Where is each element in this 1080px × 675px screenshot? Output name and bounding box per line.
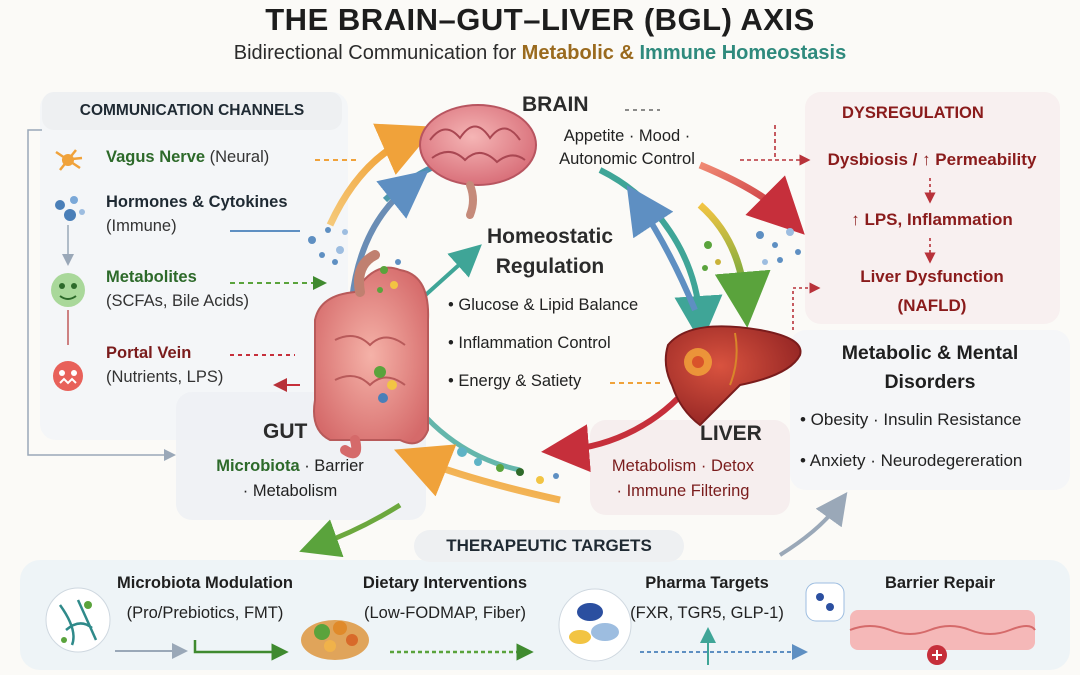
ther-barrier: Barrier Repair (855, 574, 1025, 593)
dysregulation-panel (805, 92, 1060, 324)
liver-organ (664, 325, 802, 427)
page-subtitle: Bidirectional Communication for Metaboli… (0, 42, 1080, 65)
ther-barrier-title: Barrier Repair (884, 574, 996, 592)
liver-label: LIVER (700, 422, 762, 445)
gut-label: GUT (263, 420, 308, 443)
gut-line2: · Metabolism (242, 482, 338, 500)
particles-liver-gut (457, 447, 559, 484)
barrier-cells-icon (805, 582, 1036, 665)
gut-organ (313, 250, 430, 459)
channel-metabolites-sub: (SCFAs, Bile Acids) (106, 292, 250, 310)
liver-functions: Metabolism · Detox · Immune Filtering (588, 457, 778, 501)
ther-diet-sub: (Low-FODMAP, Fiber) (364, 604, 526, 622)
dysregulation-heading: DYSREGULATION (842, 104, 984, 122)
center-item-2: • Energy & Satiety (448, 372, 582, 390)
channel-metabolites-title: Metabolites (106, 268, 197, 286)
channels-panel (40, 92, 348, 440)
arrow-brain-to-liver-green (697, 202, 771, 328)
arrow-therapy-to-disorders (778, 492, 848, 557)
pills-icon (558, 588, 632, 662)
particles-gut-brain (308, 227, 401, 293)
channel-vagus-sub: (Neural) (205, 148, 270, 166)
ther-diet-title: Dietary Interventions (362, 574, 528, 592)
dys-step-0: Dysbiosis / ↑ Permeability (827, 150, 1037, 169)
arrow-brain-to-liver-red (698, 161, 805, 235)
dys-entry-arrow (774, 125, 811, 166)
ther-pharma-sub: (FXR, TGR5, GLP-1) (630, 604, 784, 622)
channel-vagus-title: Vagus Nerve (106, 148, 206, 166)
channel-portal-sub: (Nutrients, LPS) (106, 368, 224, 386)
disorder-item-1: • Anxiety · Neurodegereration (800, 451, 1023, 470)
channel-hormones: Hormones & Cytokines (Immune) (106, 193, 288, 236)
center-item-0-text: Glucose & Lipid Balance (458, 296, 639, 314)
channel-metabolites: Metabolites (SCFAs, Bile Acids) (106, 268, 249, 311)
center-item-0: • Glucose & Lipid Balance (448, 296, 639, 314)
center-item-1: • Inflammation Control (448, 334, 611, 352)
channels-bracket (27, 129, 176, 461)
channel-portal: Portal Vein (Nutrients, LPS) (106, 344, 223, 387)
ther-microbiota: Microbiota Modulation (Pro/Prebiotics, F… (95, 574, 315, 623)
subtitle-prefix: Bidirectional Communication for (233, 42, 522, 64)
arrow-therapy-to-gut (394, 444, 561, 504)
gut-to-center-arrow (418, 244, 482, 302)
gut-functions: Microbiota · Barrier · Metabolism (190, 457, 390, 501)
liver-line1: Metabolism · Detox (611, 457, 755, 475)
subtitle-immune: Immune (639, 42, 717, 64)
arrow-liver-to-brain-blue (626, 185, 698, 312)
channel-vagus: Vagus Nerve (Neural) (106, 148, 269, 167)
food-bowl-icon (301, 620, 369, 660)
arrow-gut-to-therapy (299, 502, 402, 558)
center-item-2-text: Energy & Satiety (458, 372, 582, 390)
subtitle-metabolic: Metabolic (521, 42, 614, 64)
liver-panel (590, 420, 790, 515)
channels-heading: COMMUNICATION CHANNELS (42, 92, 342, 130)
ther-microbiota-sub: (Pro/Prebiotics, FMT) (126, 604, 284, 622)
dys-step-3: (NAFLD) (897, 296, 967, 315)
liver-to-dys-arrow (792, 282, 821, 330)
ther-microbiota-title: Microbiota Modulation (117, 574, 293, 592)
brain-functions-line2: Autonomic Control (559, 150, 695, 168)
gut-line1-rest: · Barrier (299, 457, 364, 475)
disorders-panel (790, 330, 1070, 490)
liver-line2: · Immune Filtering (616, 482, 750, 500)
gut-microbiota: Microbiota (216, 457, 300, 475)
disorders-heading: Metabolic & Mental Disorders (805, 342, 1055, 394)
particles-liver-brain (702, 228, 801, 271)
subtitle-suffix: Homeostasis (716, 42, 847, 64)
channel-hormones-sub: (Immune) (106, 217, 177, 235)
ther-diet: Dietary Interventions (Low-FODMAP, Fiber… (340, 574, 550, 623)
ther-pharma: Pharma Targets (FXR, TGR5, GLP-1) (612, 574, 802, 623)
microbiota-icon (45, 587, 111, 653)
molecules-icon (55, 196, 85, 266)
channel-portal-title: Portal Vein (106, 344, 192, 362)
brain-functions-line1: Appetite · Mood · (563, 127, 691, 145)
microbe-icon (51, 273, 85, 345)
arrow-gut-to-brain-orange (326, 123, 436, 227)
dys-step-2: Liver Dysfunction (860, 267, 1004, 286)
disorders-heading-line1: Metabolic & Mental (841, 342, 1019, 364)
disorder-item-0: • Obesity · Insulin Resistance (800, 410, 1022, 429)
center-title: Homeostatic Regulation (465, 225, 635, 279)
channel-hormones-title: Hormones & Cytokines (106, 193, 288, 211)
disorders-heading-line2: Disorders (884, 371, 976, 393)
center-item-1-text: Inflammation Control (458, 334, 611, 352)
brain-functions: Appetite · Mood · Autonomic Control (542, 127, 712, 169)
brain-label: BRAIN (522, 93, 589, 116)
center-title-line2: Regulation (495, 255, 605, 278)
ther-pharma-title: Pharma Targets (645, 574, 769, 592)
page-title: THE BRAIN–GUT–LIVER (BGL) AXIS (265, 2, 815, 37)
brain-organ (419, 104, 537, 219)
subtitle-amp: & (613, 42, 640, 64)
center-title-line1: Homeostatic (486, 225, 614, 248)
dys-step-1: ↑ LPS, Inflammation (851, 210, 1013, 229)
ther-arrow-2 (193, 640, 289, 661)
neuron-icon (55, 149, 83, 171)
therapeutic-heading: THERAPEUTIC TARGETS (414, 530, 684, 562)
bacteria-icon (53, 361, 83, 391)
